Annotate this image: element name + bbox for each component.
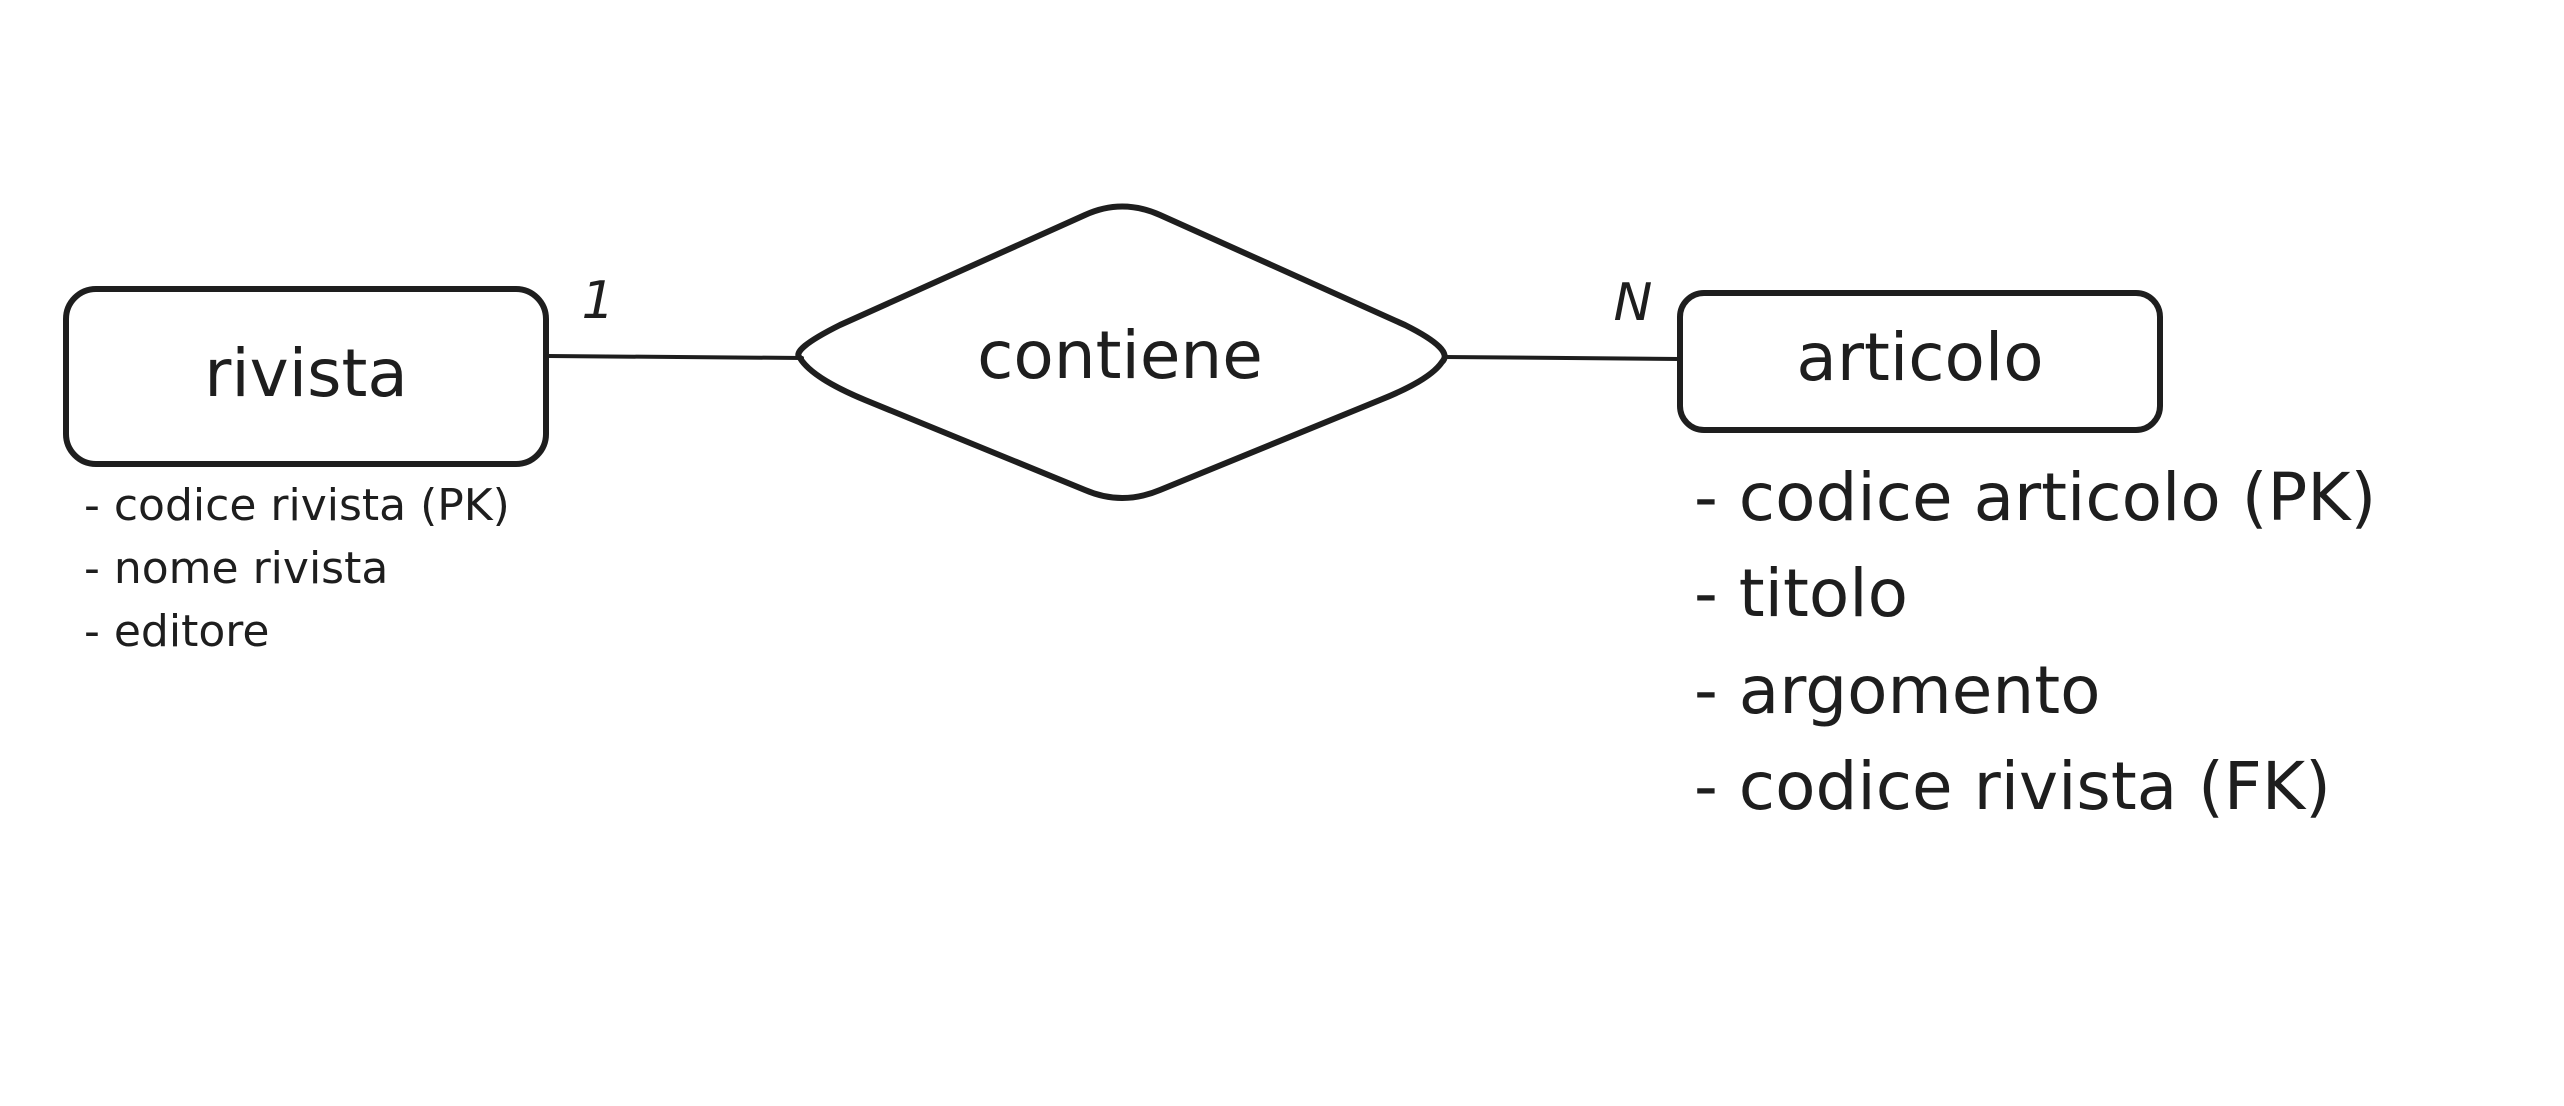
entity-rivista[interactable]: rivista <box>63 286 549 467</box>
cardinality-left-label: 1 <box>581 271 614 331</box>
connector-contiene-articolo[interactable] <box>1442 355 1682 361</box>
articolo-attribute-codice-rivista: - codice rivista (FK) <box>1694 748 2331 825</box>
relationship-contiene[interactable]: contiene <box>795 203 1448 501</box>
entity-articolo-label: articolo <box>1796 319 2043 396</box>
relationship-contiene-label: contiene <box>977 317 1263 394</box>
relationship-contiene-diamond[interactable] <box>795 203 1448 501</box>
articolo-attribute-titolo: - titolo <box>1694 555 1908 632</box>
rivista-attribute-codice: - codice rivista (PK) <box>84 480 510 531</box>
entity-rivista-label: rivista <box>204 335 408 412</box>
rivista-attribute-list: - codice rivista (PK) - nome rivista - e… <box>84 480 510 657</box>
articolo-attribute-argomento: - argomento <box>1694 652 2100 729</box>
cardinality-right-label: N <box>1614 273 1653 333</box>
entity-rivista-box[interactable] <box>63 286 549 467</box>
entity-articolo-box[interactable] <box>1677 290 2163 433</box>
articolo-attribute-codice: - codice articolo (PK) <box>1694 459 2376 536</box>
rivista-attribute-editore: - editore <box>84 606 269 657</box>
articolo-attribute-list: - codice articolo (PK) - titolo - argome… <box>1694 459 2376 825</box>
connector-rivista-contiene[interactable] <box>546 354 804 360</box>
entity-articolo[interactable]: articolo <box>1677 290 2163 433</box>
rivista-attribute-nome: - nome rivista <box>84 543 388 594</box>
